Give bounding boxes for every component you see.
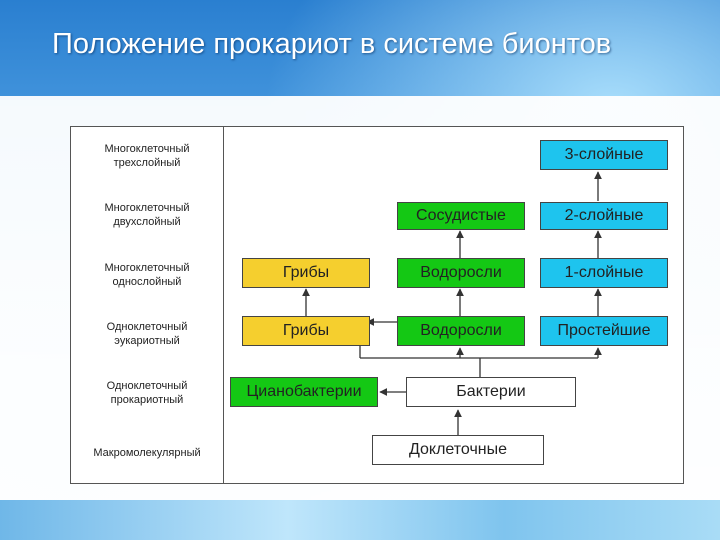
box-bacteria: Бактерии [406,377,576,407]
row-label-monolayer: Многоклеточный однослойный [104,262,190,288]
box-protists: Простейшие [540,316,668,346]
row-label-eukaryotic: Одноклеточный эукариотный [106,321,188,347]
box-one-layer: 1-слойные [540,258,668,288]
row-label-triploblastic: Многоклеточный трехслойный [104,143,190,169]
box-two-layer: 2-слойные [540,202,668,230]
box-fungi-multicellular: Грибы [242,258,370,288]
row-label-macromolecular: Макромолекулярный [93,447,201,459]
bottom-decoration [0,500,720,540]
box-algae-multicellular: Водоросли [397,258,525,288]
box-precellular: Доклеточные [372,435,544,465]
row-label-prokaryotic: Одноклеточный прокариотный [106,380,188,406]
box-algae-unicellular: Водоросли [397,316,525,346]
label-column-divider [223,126,224,484]
box-fungi-unicellular: Грибы [242,316,370,346]
slide-title: Положение прокариот в системе бионтов [52,28,612,60]
box-three-layer: 3-слойные [540,140,668,170]
row-label-diploblastic: Многоклеточный двухслойный [104,202,190,228]
diagram-frame [70,126,684,484]
box-cyanobacteria: Цианобактерии [230,377,378,407]
box-vascular: Сосудистые [397,202,525,230]
